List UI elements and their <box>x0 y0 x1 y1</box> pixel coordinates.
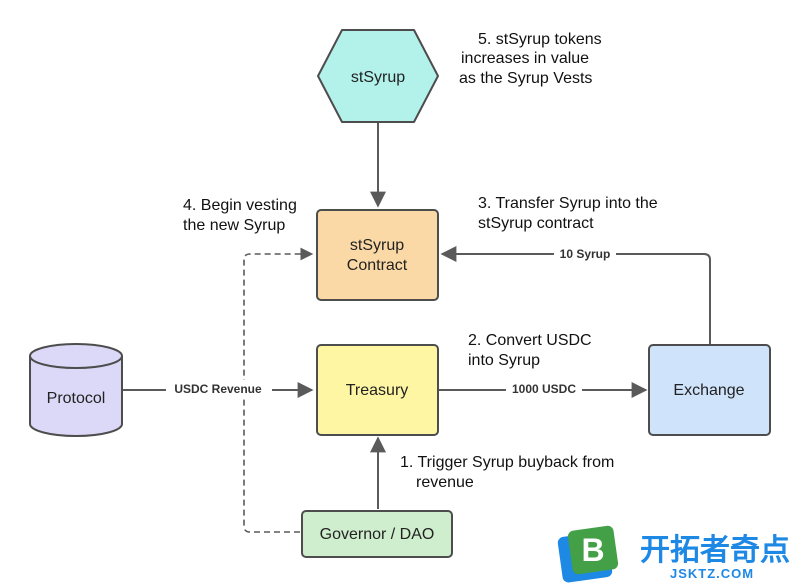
note-step3-line1: 3. Transfer Syrup into the <box>478 195 658 212</box>
note-step2-line2: into Syrup <box>468 352 540 369</box>
note-step4: 4. Begin vesting the new Syrup <box>183 197 297 234</box>
watermark: B 开拓者奇点 JSKTZ.COM <box>557 525 790 583</box>
node-label-exchange: Exchange <box>673 382 744 399</box>
node-label-protocol: Protocol <box>47 390 106 407</box>
note-step1-line2: revenue <box>416 474 474 491</box>
node-label-treasury: Treasury <box>346 382 409 399</box>
node-stsyrup-contract: stSyrup Contract <box>316 209 439 301</box>
note-step1-line1: 1. Trigger Syrup buyback from <box>400 454 614 471</box>
note-step5-line1: 5. stSyrup tokens <box>478 31 602 48</box>
node-exchange: Exchange <box>648 344 771 436</box>
treasury-box <box>316 344 439 436</box>
node-label-stsyrup: stSyrup <box>351 69 405 86</box>
exchange-box <box>648 344 771 436</box>
note-step4-line2: the new Syrup <box>183 217 285 234</box>
note-step3-line2: stSyrup contract <box>478 215 594 232</box>
node-stsyrup: stSyrup <box>317 29 439 123</box>
note-step5: 5. stSyrup tokens increases in value as … <box>459 31 602 87</box>
node-label-contract-line1: stSyrup <box>350 237 404 254</box>
edge-labels: USDC Revenue 1000 USDC 10 Syrup <box>166 245 616 398</box>
watermark-logo-letter: B <box>581 532 604 568</box>
note-step5-line3: as the Syrup Vests <box>459 70 592 87</box>
protocol-cylinder-top <box>29 343 123 369</box>
note-step2: 2. Convert USDC into Syrup <box>468 332 592 369</box>
stsyrup-hexagon <box>317 29 439 123</box>
note-step4-line1: 4. Begin vesting <box>183 197 297 214</box>
node-treasury: Treasury <box>316 344 439 436</box>
protocol-cylinder-body <box>29 356 123 437</box>
note-step2-line1: 2. Convert USDC <box>468 332 592 349</box>
node-label-contract-line2: Contract <box>347 257 408 274</box>
note-step5-line2: increases in value <box>461 50 589 67</box>
node-protocol: Protocol <box>29 343 123 437</box>
watermark-cn-text: 开拓者奇点 <box>640 533 790 568</box>
edge-label-1000-usdc: 1000 USDC <box>512 382 576 396</box>
note-step3: 3. Transfer Syrup into the stSyrup contr… <box>478 195 658 232</box>
note-step1: 1. Trigger Syrup buyback from revenue <box>400 454 614 491</box>
edge-label-usdc-revenue: USDC Revenue <box>174 382 262 396</box>
edge-label-10-syrup: 10 Syrup <box>560 247 611 261</box>
watermark-en-text: JSKTZ.COM <box>670 566 754 581</box>
watermark-logo-front <box>567 525 619 575</box>
node-label-governor: Governor / DAO <box>320 526 435 543</box>
contract-box <box>316 209 439 301</box>
node-governor: Governor / DAO <box>301 510 453 558</box>
governor-box <box>301 510 453 558</box>
edge-exchange-to-contract <box>440 246 711 344</box>
